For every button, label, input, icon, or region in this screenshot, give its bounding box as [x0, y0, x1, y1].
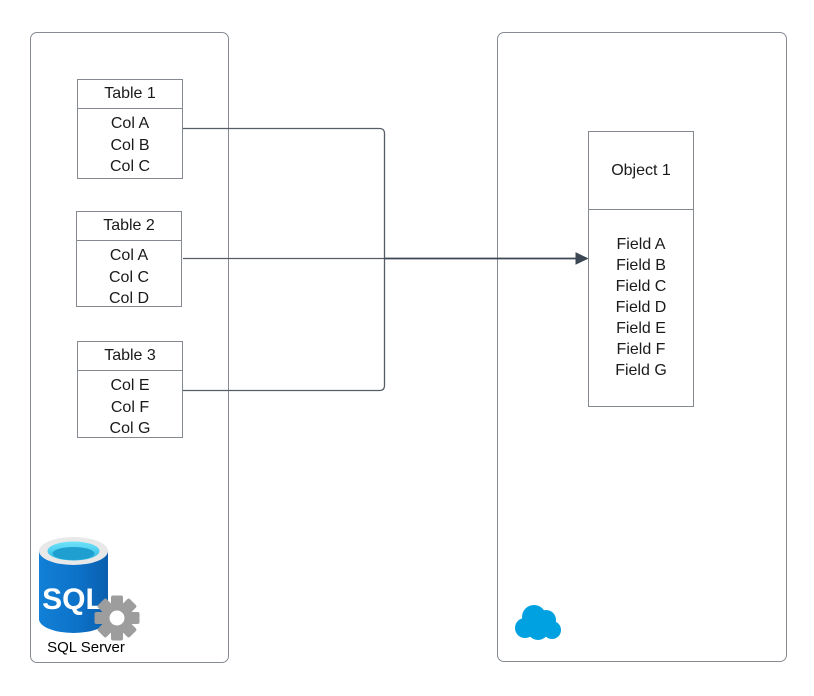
sql-server-label: SQL Server	[47, 639, 125, 656]
table-column: Col A	[110, 115, 150, 132]
table-2-title: Table 2	[77, 212, 181, 241]
object-field: Field B	[616, 257, 666, 274]
table-column: Col C	[109, 158, 150, 175]
object-field: Field G	[615, 362, 667, 379]
table-column: Col G	[109, 420, 151, 437]
sql-wordmark: SQL	[42, 583, 104, 616]
table-1-title: Table 1	[78, 80, 182, 109]
object-field: Field E	[616, 320, 666, 337]
sql-server-database-icon: SQL	[39, 537, 140, 641]
object-1: Object 1 Field A Field B Field C Field D…	[588, 131, 694, 407]
salesforce-cloud-icon	[515, 605, 561, 640]
table-column: Col D	[108, 290, 149, 307]
table-column: Col B	[110, 136, 150, 154]
table-3-columns: Col E Col F Col G	[78, 371, 182, 440]
object-field: Field C	[615, 278, 667, 295]
table-1: Table 1 Col A Col B Col C	[77, 79, 183, 179]
salesforce-container	[497, 32, 787, 662]
object-1-title: Object 1	[589, 132, 693, 210]
table-3-title: Table 3	[78, 342, 182, 371]
object-field: Field D	[615, 299, 667, 316]
table-column: Col A	[109, 247, 149, 264]
object-field: Field F	[616, 341, 666, 358]
object-field: Field A	[616, 236, 666, 253]
table-column: Col C	[108, 268, 149, 286]
table-column: Col E	[110, 377, 150, 394]
table-3: Table 3 Col E Col F Col G	[77, 341, 183, 438]
table-column: Col F	[110, 398, 150, 416]
table-2: Table 2 Col A Col C Col D	[76, 211, 182, 307]
object-1-fields: Field A Field B Field C Field D Field E …	[589, 210, 693, 381]
table-1-columns: Col A Col B Col C	[78, 109, 182, 178]
table-2-columns: Col A Col C Col D	[77, 241, 181, 310]
gear-icon	[94, 595, 140, 641]
